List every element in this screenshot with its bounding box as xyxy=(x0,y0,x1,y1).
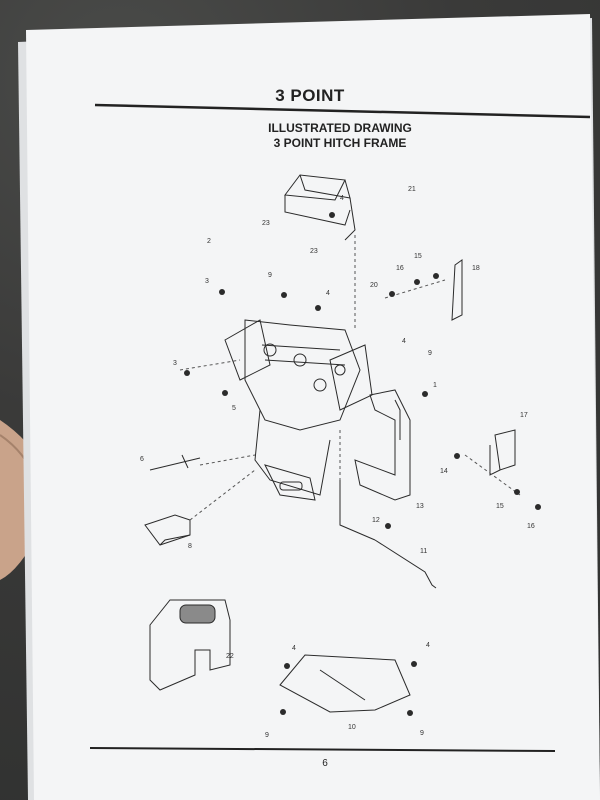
pin-6 xyxy=(149,454,201,471)
part-label: 11 xyxy=(420,548,428,555)
part-label: 4 xyxy=(292,645,296,652)
drawing-name: 3 POINT HITCH FRAME xyxy=(273,136,407,150)
page-title: 3 POINT xyxy=(275,86,345,105)
part-label: 1 xyxy=(433,382,437,389)
part-label: 23 xyxy=(310,248,318,255)
part-label: 6 xyxy=(140,456,144,463)
part-label: 4 xyxy=(426,642,430,649)
drawing-subtitle: ILLUSTRATED DRAWING xyxy=(268,121,412,135)
part-label: 13 xyxy=(416,503,424,510)
part-label: 3 xyxy=(205,278,209,285)
hitch-frame xyxy=(224,319,373,501)
part-label: 5 xyxy=(232,405,236,412)
part-label: 9 xyxy=(428,350,432,357)
part-label: 2 xyxy=(207,238,211,245)
part-label: 9 xyxy=(268,272,272,279)
part-label: 10 xyxy=(348,724,356,731)
part-label: 21 xyxy=(408,186,416,193)
bracket-18 xyxy=(451,259,463,321)
rod-11 xyxy=(374,539,437,589)
page-number: 6 xyxy=(322,758,328,769)
part-label: 17 xyxy=(520,412,528,419)
part-8 xyxy=(144,514,191,546)
bracket-17 xyxy=(489,429,516,476)
top-bracket xyxy=(284,174,356,241)
part-label: 4 xyxy=(326,290,330,297)
part-label: 9 xyxy=(420,730,424,737)
part-label: 22 xyxy=(226,653,234,660)
part-label: 23 xyxy=(262,220,270,227)
part-label: 16 xyxy=(396,265,404,272)
part-label: 4 xyxy=(402,338,406,345)
right-arm xyxy=(354,389,411,501)
part-label: 16 xyxy=(527,523,535,530)
part-label: 9 xyxy=(265,732,269,739)
weight-block-22 xyxy=(149,599,231,691)
part-label: 15 xyxy=(496,503,504,510)
part-label: 14 xyxy=(440,468,448,475)
part-label: 8 xyxy=(188,543,192,550)
part-label: 3 xyxy=(173,360,177,367)
part-label: 4 xyxy=(340,195,344,202)
part-label: 18 xyxy=(472,265,480,272)
part-label: 12 xyxy=(372,517,380,524)
part-label: 15 xyxy=(414,253,422,260)
part-label: 20 xyxy=(370,282,378,289)
plate-10 xyxy=(279,654,411,713)
